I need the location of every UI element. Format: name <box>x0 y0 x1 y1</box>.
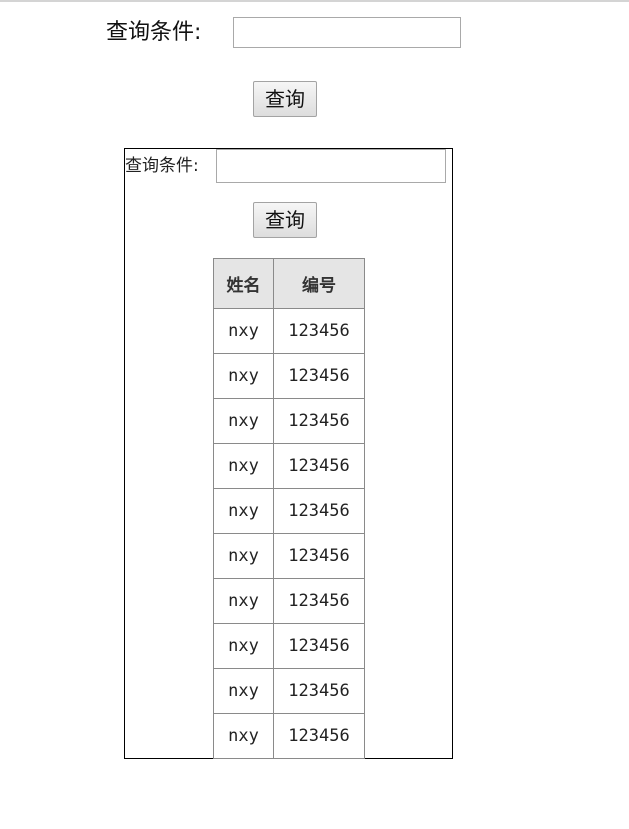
query-input[interactable] <box>233 17 461 48</box>
cell-name: nxy <box>213 668 274 714</box>
table-row: nxy 123456 <box>213 578 365 624</box>
cell-number: 123456 <box>273 443 365 489</box>
cell-name: nxy <box>213 353 274 399</box>
results-table: 姓名 编号 nxy 123456 nxy 123456 nxy 123456 n… <box>213 258 365 759</box>
cell-name: nxy <box>213 533 274 579</box>
top-divider <box>0 0 629 2</box>
cell-number: 123456 <box>273 398 365 444</box>
cell-number: 123456 <box>273 308 365 354</box>
cell-number: 123456 <box>273 488 365 534</box>
cell-name: nxy <box>213 578 274 624</box>
column-header-number: 编号 <box>273 258 365 309</box>
table-header-row: 姓名 编号 <box>213 258 365 309</box>
cell-number: 123456 <box>273 713 365 759</box>
query-label: 查询条件: <box>106 20 202 45</box>
cell-name: nxy <box>213 713 274 759</box>
query-button[interactable]: 查询 <box>253 81 317 117</box>
table-row: nxy 123456 <box>213 488 365 534</box>
table-row: nxy 123456 <box>213 398 365 444</box>
panel-query-button[interactable]: 查询 <box>253 202 317 238</box>
panel-query-input[interactable] <box>216 149 446 183</box>
table-row: nxy 123456 <box>213 668 365 714</box>
table-body: nxy 123456 nxy 123456 nxy 123456 nxy 123… <box>213 308 365 759</box>
table-row: nxy 123456 <box>213 353 365 399</box>
cell-name: nxy <box>213 443 274 489</box>
column-header-name: 姓名 <box>213 258 274 309</box>
table-row: nxy 123456 <box>213 623 365 669</box>
cell-name: nxy <box>213 488 274 534</box>
cell-number: 123456 <box>273 533 365 579</box>
cell-number: 123456 <box>273 578 365 624</box>
table-row: nxy 123456 <box>213 308 365 354</box>
panel-query-label: 查询条件: <box>125 156 199 176</box>
cell-number: 123456 <box>273 353 365 399</box>
table-row: nxy 123456 <box>213 443 365 489</box>
table-row: nxy 123456 <box>213 713 365 759</box>
cell-name: nxy <box>213 308 274 354</box>
cell-name: nxy <box>213 623 274 669</box>
cell-number: 123456 <box>273 623 365 669</box>
table-row: nxy 123456 <box>213 533 365 579</box>
cell-number: 123456 <box>273 668 365 714</box>
cell-name: nxy <box>213 398 274 444</box>
results-panel: 查询条件: 查询 姓名 编号 nxy 123456 nxy 123456 nxy… <box>124 148 453 759</box>
